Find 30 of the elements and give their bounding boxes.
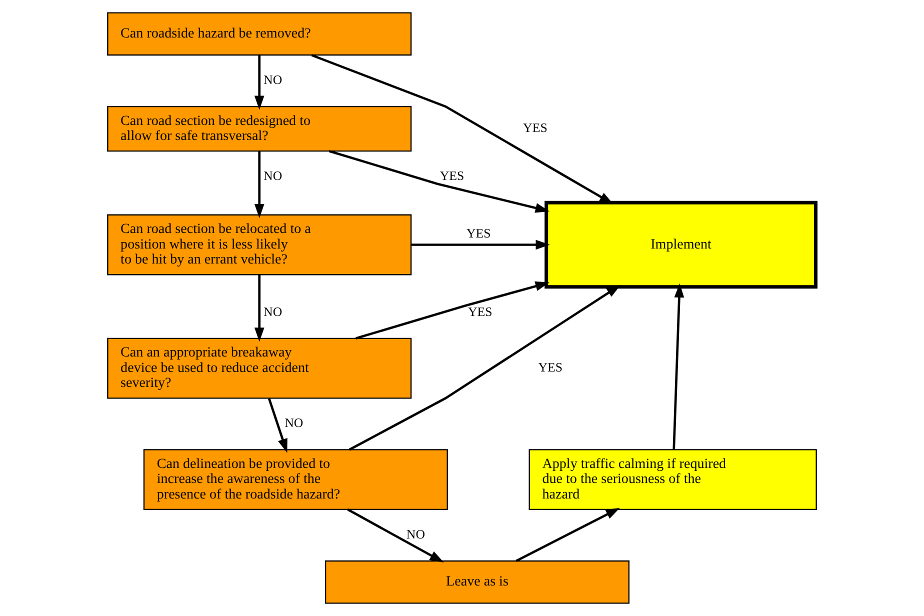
node-box: Leave as is (324, 560, 630, 604)
node-box: Can delineation be provided to increase the awareness of the presence of the roadside hazard? (143, 449, 448, 510)
arrow (254, 274, 264, 342)
arrow (254, 55, 264, 110)
node-box: Apply traffic calming if required due to the seriousness of the hazard (528, 449, 817, 510)
edge-label: YES (468, 304, 492, 319)
edge-label: YES (523, 121, 548, 136)
edge-label: YES (440, 169, 464, 184)
node-box: Can road section be redesigned to allow for safe transversal? (107, 106, 412, 152)
node-box: Can road section be relocated to a position where it is less likely to be hit by an errant vehicle? (107, 214, 412, 276)
arrow (311, 54, 614, 204)
arrow (347, 508, 444, 562)
arrow (516, 508, 620, 562)
edge-label: NO (406, 528, 426, 542)
arrow (268, 398, 288, 453)
arrow (328, 150, 550, 213)
arrow (355, 281, 550, 340)
edge-label: NO (264, 73, 282, 88)
edge-label: NO (264, 169, 282, 184)
edge-label: YES (538, 360, 563, 375)
arrow (254, 151, 264, 218)
arrow (348, 285, 621, 451)
node-box: Can an appropriate breakaway device be used to reduce accident severity? (107, 338, 412, 399)
node-box: Implement (544, 200, 818, 289)
edge-label: NO (264, 304, 282, 319)
edge-label: YES (466, 226, 491, 240)
arrow (672, 283, 684, 450)
edge-label: NO (284, 416, 304, 430)
node-box: Can roadside hazard be removed? (107, 12, 412, 56)
arrow (411, 240, 550, 250)
